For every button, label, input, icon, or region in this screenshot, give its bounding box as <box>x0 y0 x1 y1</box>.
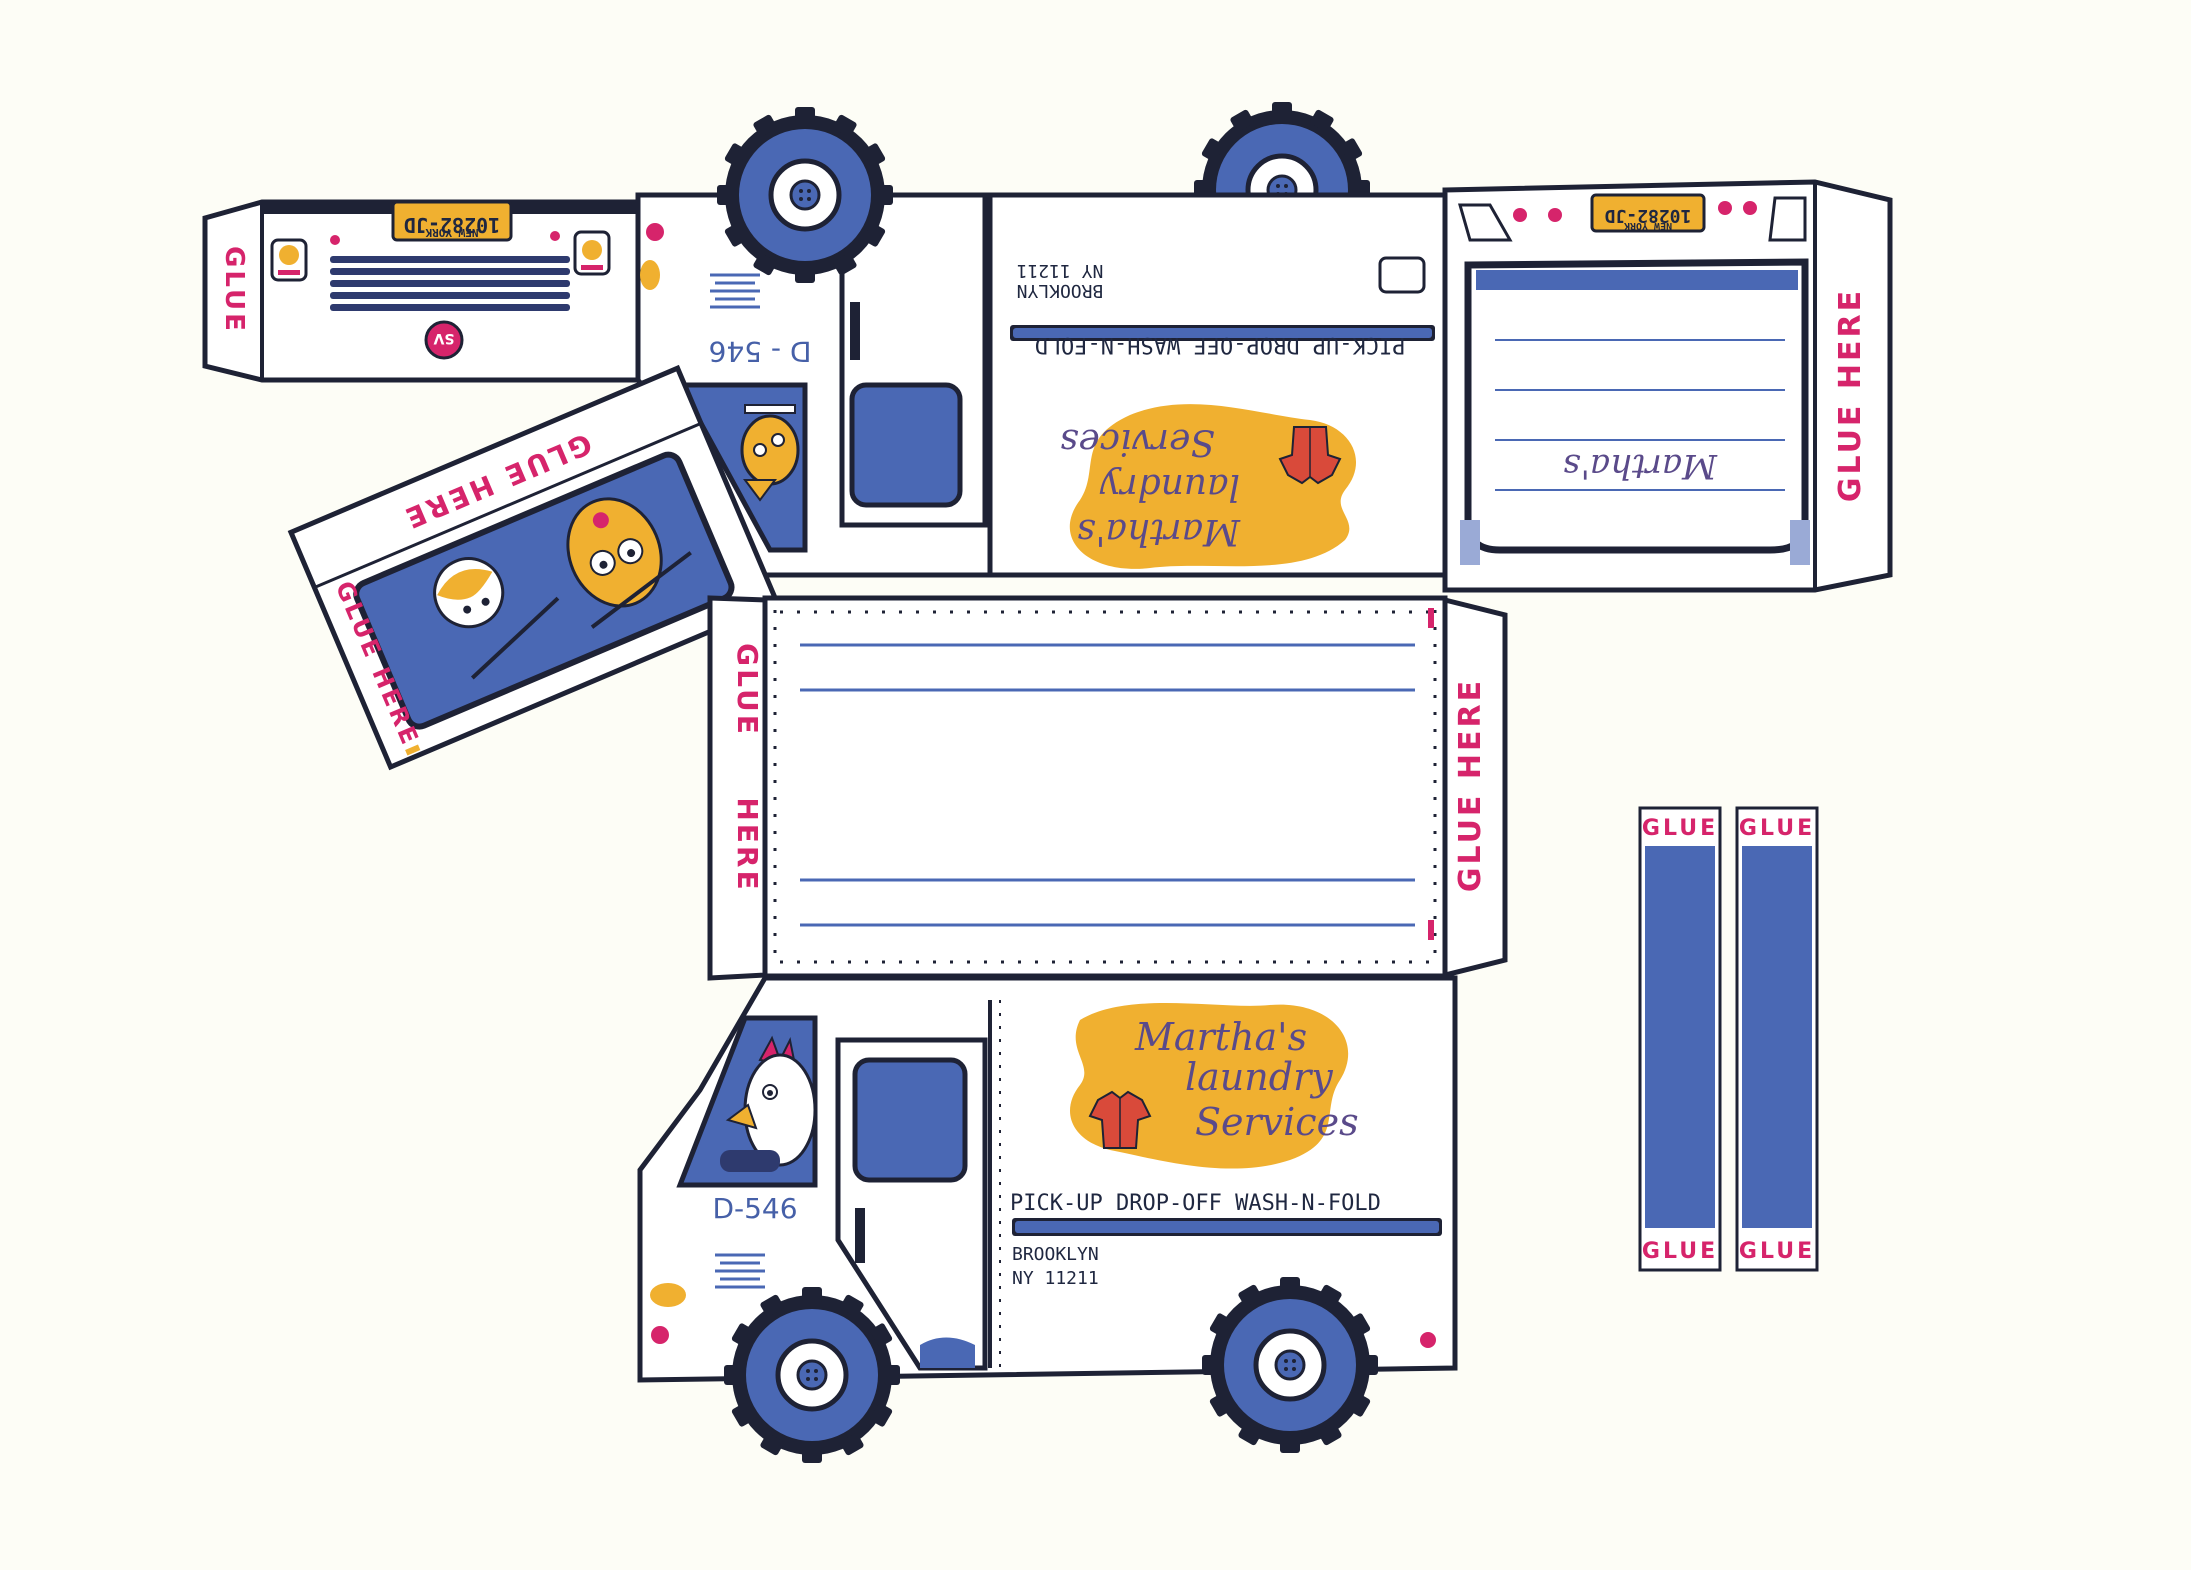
hood-badge: SV <box>424 320 464 360</box>
logo-line2: laundry <box>1185 1055 1333 1099</box>
unit-number: D-546 <box>712 1192 797 1225</box>
svg-text:NEW YORK: NEW YORK <box>1624 220 1672 231</box>
services-line: PICK-UP DROP-OFF WASH-N-FOLD <box>1035 332 1406 357</box>
door-handle <box>850 302 860 360</box>
logo-line3: Services <box>1060 421 1215 462</box>
zip-label: NY 11211 <box>1012 1268 1099 1289</box>
dog-driver-icon <box>740 404 800 502</box>
front-panel: 10282-JD NEW YORK SV GLUE <box>202 199 641 383</box>
here-label: HERE <box>731 797 764 892</box>
bumper-strip-left: GLUE GLUE <box>1638 806 1722 1272</box>
plate-state: NEW YORK <box>425 226 478 239</box>
glue-here-label: GLUE HERE <box>1453 678 1488 892</box>
door-window <box>849 382 963 508</box>
roof-panel: GLUE HERE GLUE HERE <box>707 595 1508 981</box>
cat-driver-icon <box>433 557 505 629</box>
vent-icon <box>710 273 760 309</box>
svg-text:10282-JD: 10282-JD <box>1604 205 1691 226</box>
glue-label: GLUE <box>1642 816 1718 841</box>
license-plate: 10282-JD NEW YORK <box>1590 193 1706 233</box>
headlight-icon <box>270 238 308 282</box>
side-mirror-icon <box>1378 256 1426 294</box>
logo-line1: Martha's <box>1077 511 1241 552</box>
windshield-panel: GLUE HERE GLUE HERE <box>287 364 781 771</box>
zip-label: NY 11211 <box>1017 260 1104 281</box>
city-label: BROOKLYN <box>1017 280 1104 301</box>
svg-text:SV: SV <box>433 330 454 346</box>
grille-icon <box>330 256 570 311</box>
logo-blob: Martha's laundry Services <box>1060 404 1357 569</box>
glue-label: GLUE <box>731 643 764 737</box>
glue-label: GLUE <box>219 246 249 334</box>
headlight-icon <box>573 230 611 276</box>
glue-here-label: GLUE HERE <box>1833 288 1868 502</box>
rear-door <box>1464 258 1809 554</box>
door-handle <box>855 1208 865 1263</box>
city-label: BROOKLYN <box>1012 1244 1099 1265</box>
logo-line3: Services <box>1195 1100 1359 1144</box>
door-script: Martha's <box>1563 446 1718 486</box>
unit-number: D - 546 <box>709 335 812 368</box>
cargo-side-top: PICK-UP DROP-OFF WASH-N-FOLD BROOKLYN NY… <box>987 192 1448 578</box>
glue-label: GLUE <box>1642 1239 1718 1264</box>
glue-label: GLUE <box>1739 1239 1815 1264</box>
logo-line2: laundry <box>1099 466 1240 507</box>
plate-number: 10282-JD <box>404 213 500 237</box>
services-line: PICK-UP DROP-OFF WASH-N-FOLD <box>1010 1191 1381 1216</box>
logo-blob: Martha's laundry Services <box>1070 1003 1359 1169</box>
dog-driver-icon <box>566 497 663 608</box>
vent-icon <box>715 1253 765 1289</box>
glue-label: GLUE <box>1739 816 1815 841</box>
rear-panel: 10282-JD NEW YORK Martha's GLUE HERE <box>1442 179 1893 593</box>
wiper <box>590 551 692 629</box>
license-plate: 10282-JD NEW YORK <box>391 200 513 242</box>
side-panel-bottom: D-546 Martha's laundry Services PICK-UP … <box>637 975 1458 1383</box>
bumper-strip-right: GLUE GLUE <box>1735 806 1819 1272</box>
door-window <box>852 1057 968 1183</box>
wiper <box>470 596 560 680</box>
rooster-driver-icon <box>720 1035 817 1172</box>
logo-line1: Martha's <box>1134 1015 1307 1059</box>
